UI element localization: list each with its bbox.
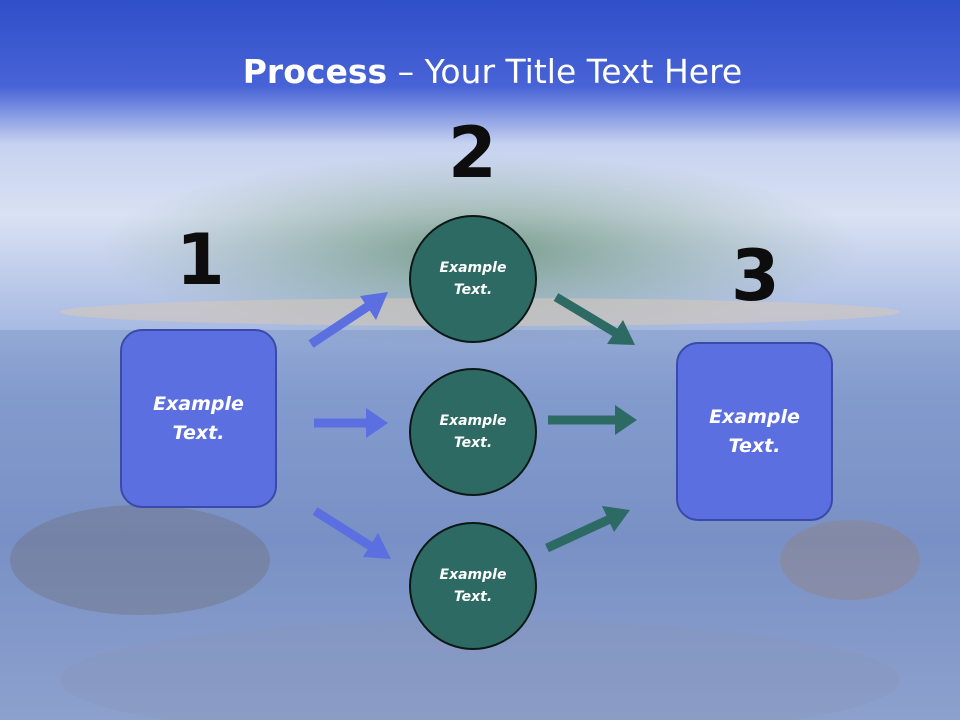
step-number-3: 3 — [731, 235, 780, 317]
arrow-left-to-top — [308, 292, 388, 348]
arrow-left-to-middle — [314, 408, 388, 438]
left-process-box: Example Text. — [120, 329, 277, 508]
process-circle-bottom: Example Text. — [409, 522, 537, 650]
process-circle-top: Example Text. — [409, 215, 537, 343]
process-circle-middle: Example Text. — [409, 368, 537, 496]
title-rest: – Your Title Text Here — [387, 52, 743, 91]
arrow-top-to-right — [553, 293, 635, 345]
step-number-1: 1 — [176, 219, 225, 301]
title-bold: Process — [242, 52, 388, 91]
arrow-middle-to-right — [548, 405, 637, 435]
arrow-bottom-to-right — [545, 506, 630, 553]
step-number-2: 2 — [448, 112, 497, 194]
arrow-left-to-bottom — [312, 507, 391, 559]
slide-title: Process – Your Title Text Here — [0, 52, 960, 91]
right-process-box: Example Text. — [676, 342, 833, 521]
